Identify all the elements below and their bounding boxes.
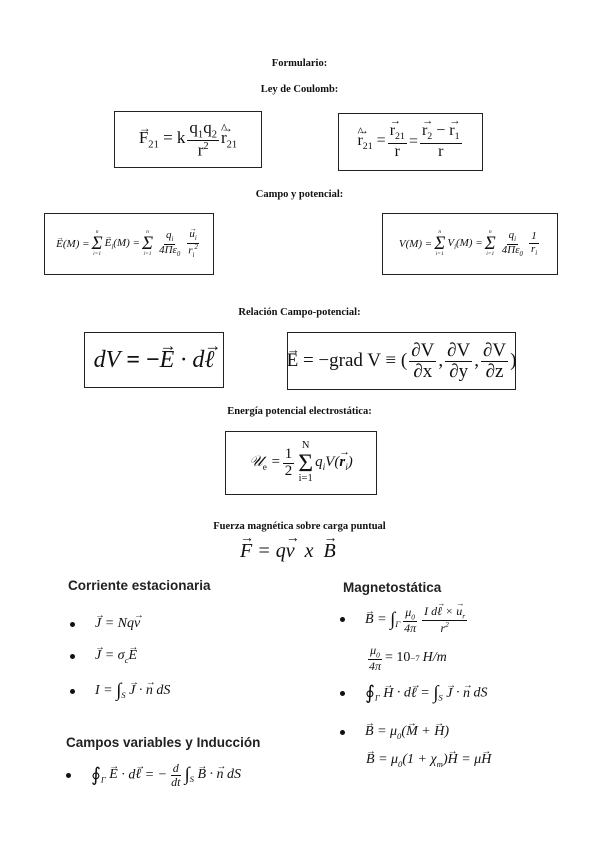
section-magnetostatica: Magnetostática xyxy=(343,580,442,595)
lorentz-force-formula: F = qv x B xyxy=(240,531,336,563)
current-item: I = ∫S J · n dS xyxy=(70,677,170,702)
dv-formula: dV = −E · dℓ xyxy=(84,332,224,388)
heading-coulomb: Ley de Coulomb: xyxy=(260,84,339,95)
section-corriente: Corriente estacionaria xyxy=(68,578,211,593)
b-field-permeability: B = μ0(1 + χm)H = μH xyxy=(366,746,491,769)
electrostatic-energy-formula: 𝒰e = 12 NΣi=1 qiV(ri) xyxy=(225,431,377,495)
ampere-item: ∮Γ H · dℓ = ∫S J · n dS xyxy=(340,680,487,705)
b-field-relation-item: B = μ0(M + H) xyxy=(340,718,449,741)
heading-campo-potencial: Campo y potencial: xyxy=(255,189,344,200)
current-density-item-2: J = σcE xyxy=(70,642,137,665)
title-formulario: Formulario: xyxy=(271,58,328,69)
heading-energia: Energía potencial electrostática: xyxy=(227,406,372,417)
heading-fuerza-magnetica: Fuerza magnética sobre carga puntual xyxy=(213,521,386,532)
current-density-item-1: J = Nqv xyxy=(70,610,140,632)
section-induccion: Campos variables y Inducción xyxy=(66,735,261,750)
gradient-formula: E = −grad V ≡ ( ∂V∂x, ∂V∂y, ∂V∂z ) xyxy=(287,332,516,390)
faraday-item: ∮Γ E · dℓ = − ddt ∫S B · n dS xyxy=(66,761,241,788)
heading-relacion: Relación Campo-potencial: xyxy=(238,307,361,318)
